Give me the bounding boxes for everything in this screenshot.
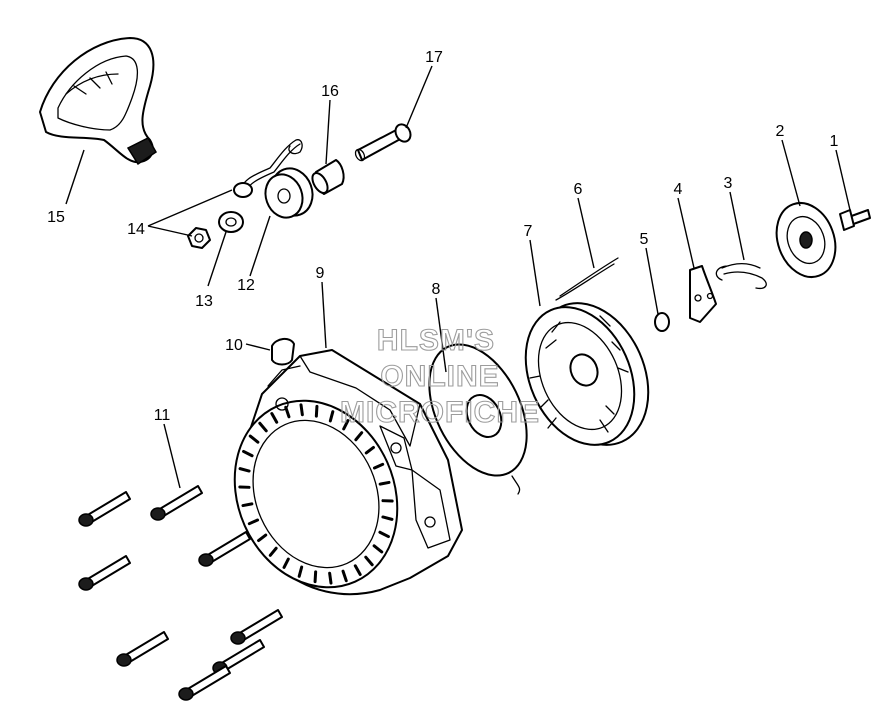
retainer-plate xyxy=(775,202,837,278)
vent-slot xyxy=(353,564,362,576)
vent-slot xyxy=(328,571,333,585)
vent-slot xyxy=(314,404,319,418)
vent-slot xyxy=(297,565,304,578)
vent-slot xyxy=(268,546,278,557)
retainer-screw xyxy=(839,209,871,231)
vent-slot xyxy=(364,445,375,455)
callout-9: 9 xyxy=(316,265,325,282)
vent-slot xyxy=(282,557,290,569)
callout-15: 15 xyxy=(47,209,65,226)
vent-slot xyxy=(248,434,260,444)
pin xyxy=(354,123,412,162)
vent-slot xyxy=(257,533,268,543)
vent-slot xyxy=(378,480,391,486)
starter-handle xyxy=(39,37,157,166)
callout-13: 13 xyxy=(195,293,213,310)
cap xyxy=(271,338,295,366)
vent-slot xyxy=(313,570,318,584)
vent-slot xyxy=(238,467,251,473)
rewind-spring xyxy=(428,343,528,495)
washer xyxy=(218,211,244,233)
callout-2: 2 xyxy=(776,123,785,140)
callout-3: 3 xyxy=(724,175,733,192)
wire-link xyxy=(187,139,303,249)
vent-slot xyxy=(342,419,350,431)
watermark: HLSM'S ONLINE MICROFICHE xyxy=(339,323,540,429)
vent-slot xyxy=(270,412,279,424)
watermark-line-1: HLSM'S xyxy=(377,324,495,357)
callout-16: 16 xyxy=(321,83,339,100)
vent-slot xyxy=(381,515,394,521)
vent-slot xyxy=(284,405,291,419)
callout-17: 17 xyxy=(425,49,443,66)
spring-clip xyxy=(654,312,670,332)
rewind-pulley xyxy=(524,302,650,446)
vent-slot xyxy=(242,449,254,458)
vent-slot xyxy=(299,403,304,417)
sleeve xyxy=(311,159,345,195)
watermark-line-2: ONLINE xyxy=(380,360,499,393)
ratchet-pawl xyxy=(689,265,717,323)
callout-1: 1 xyxy=(830,133,839,150)
callout-6: 6 xyxy=(574,181,583,198)
starter-housing xyxy=(233,349,463,596)
callout-5: 5 xyxy=(640,231,649,248)
callout-7: 7 xyxy=(524,223,533,240)
callout-14: 14 xyxy=(127,221,145,238)
guide-pulley xyxy=(264,167,314,219)
callout-12: 12 xyxy=(237,277,255,294)
vent-slot xyxy=(364,555,374,567)
callout-11: 11 xyxy=(154,407,171,424)
vent-slot xyxy=(372,462,385,470)
callout-numbers: 1 2 3 4 5 6 7 8 9 10 11 12 13 14 15 16 1… xyxy=(47,49,838,424)
callout-8: 8 xyxy=(432,281,441,298)
vent-slot xyxy=(372,544,384,554)
friction-spring xyxy=(715,262,767,290)
vent-slot xyxy=(341,569,348,583)
watermark-line-3: MICROFICHE xyxy=(340,396,540,429)
vent-slot xyxy=(354,431,364,442)
leader-lines xyxy=(65,65,851,489)
vent-slot xyxy=(247,518,260,526)
rope xyxy=(559,257,619,297)
callout-10: 10 xyxy=(225,337,243,354)
vent-slot xyxy=(258,421,268,433)
vent-slot xyxy=(328,410,335,423)
vent-slot xyxy=(378,530,390,539)
vent-slot xyxy=(241,502,254,508)
callout-4: 4 xyxy=(674,181,683,198)
